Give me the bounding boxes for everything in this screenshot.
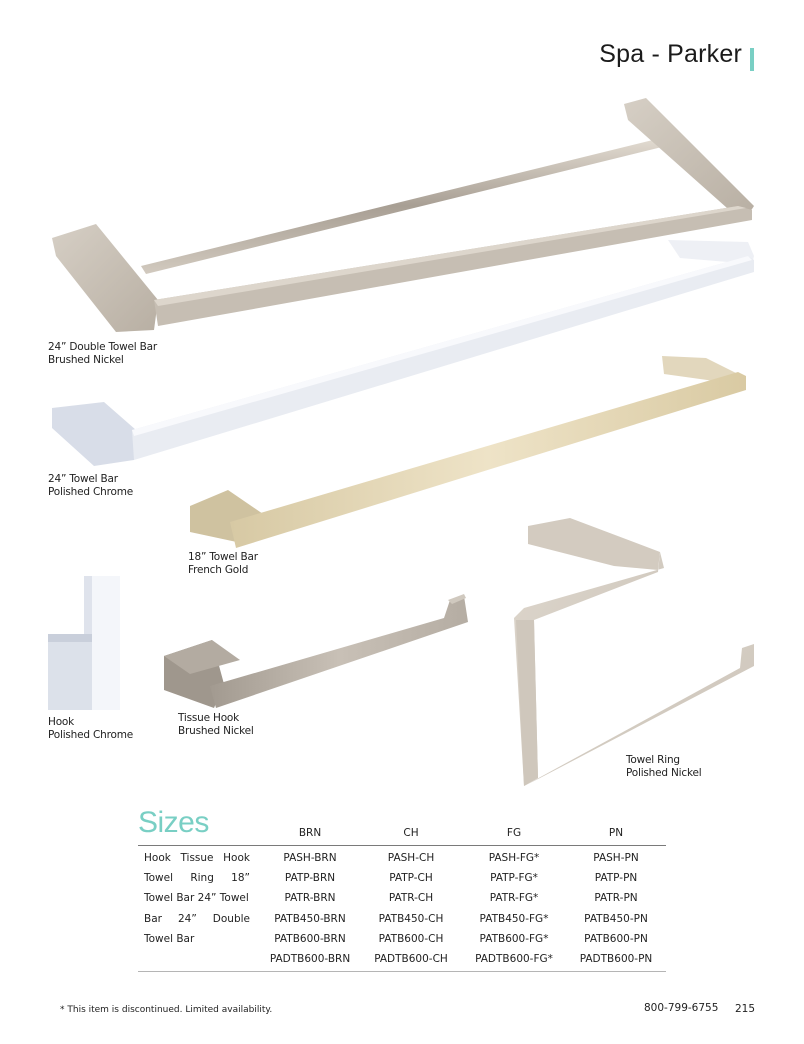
table-cell: PATB450-PN xyxy=(584,912,648,925)
table-top-rule xyxy=(138,845,666,846)
table-cell: PATB450-CH xyxy=(378,912,444,925)
sizes-description: Hook Tissue Hook Towel Ring 18” Towel Bar 24… xyxy=(144,848,250,949)
desc-word: Double xyxy=(212,912,250,925)
double-towel-bar-image xyxy=(52,98,754,332)
towel-ring-image xyxy=(514,518,754,786)
column-header-pn: PN xyxy=(608,827,624,839)
towel-bar-18-image xyxy=(190,356,746,548)
product-name: Towel Ring xyxy=(626,754,680,766)
product-name: 18” Towel Bar xyxy=(188,551,258,563)
desc-word: Towel Bar 24” Towel xyxy=(144,892,249,905)
discontinued-footnote: * This item is discontinued. Limited ava… xyxy=(60,1005,273,1015)
table-cell: PATP-FG* xyxy=(490,872,538,885)
table-cell: PADTB600-FG* xyxy=(475,952,553,965)
product-name: 24” Double Towel Bar xyxy=(48,341,157,353)
product-finish: Brushed Nickel xyxy=(178,725,254,737)
table-cell: PATR-FG* xyxy=(489,892,539,905)
table-cell: PADTB600-BRN xyxy=(269,952,351,965)
table-cell: PATP-CH xyxy=(389,872,433,885)
table-cell: PATB600-PN xyxy=(584,932,648,945)
product-caption: Hook Polished Chrome xyxy=(48,716,133,742)
table-cell: PATP-BRN xyxy=(284,872,336,885)
desc-word: Tissue xyxy=(180,852,214,864)
product-caption: Tissue Hook Brushed Nickel xyxy=(178,712,254,738)
column-pn: PASH-PN PATP-PN PATR-PN PATB450-PN PATB6… xyxy=(580,848,689,969)
table-bottom-rule xyxy=(138,971,666,972)
phone-number: 800-799-6755 xyxy=(644,1002,719,1014)
table-cell: PADTB600-PN xyxy=(579,952,653,965)
product-name: Hook xyxy=(48,716,75,728)
product-caption: Towel Ring Polished Nickel xyxy=(626,754,702,780)
column-brn: PASH-BRN PATP-BRN PATR-BRN PATB450-BRN P… xyxy=(270,848,390,969)
desc-word: 24” xyxy=(177,912,197,925)
table-cell: PATR-CH xyxy=(388,892,434,905)
desc-word: Towel xyxy=(144,872,174,885)
product-name: Tissue Hook xyxy=(178,712,240,724)
product-finish: Polished Chrome xyxy=(48,729,133,741)
column-header-fg: FG xyxy=(506,827,522,839)
title-accent-bar xyxy=(750,48,754,71)
table-cell: PADTB600-CH xyxy=(374,952,448,965)
desc-word: Bar xyxy=(144,912,162,925)
table-cell: PASH-FG* xyxy=(488,852,540,864)
desc-word: Ring xyxy=(190,872,214,885)
product-finish: Brushed Nickel xyxy=(48,354,124,366)
table-cell: PASH-CH xyxy=(387,852,435,864)
desc-word: Towel Bar xyxy=(144,932,195,945)
towel-bar-24-image xyxy=(52,240,754,466)
table-cell: PATB600-FG* xyxy=(479,932,549,945)
table-cell: PATP-PN xyxy=(594,872,638,885)
column-fg: PASH-FG* PATP-FG* PATR-FG* PATB450-FG* P… xyxy=(475,848,592,969)
column-ch: PASH-CH PATP-CH PATR-CH PATB450-CH PATB6… xyxy=(374,848,485,969)
table-cell: PATB450-FG* xyxy=(479,912,549,925)
desc-word: Hook xyxy=(144,852,171,864)
table-cell: PATB600-CH xyxy=(378,932,444,945)
page-number: 215 xyxy=(735,1003,756,1015)
column-header-brn: BRN xyxy=(298,827,322,839)
column-header-ch: CH xyxy=(403,827,419,839)
product-caption: 24” Towel Bar Polished Chrome xyxy=(48,473,133,499)
hook-image xyxy=(48,576,120,710)
product-finish: Polished Chrome xyxy=(48,486,133,498)
table-cell: PATB600-BRN xyxy=(274,932,346,945)
sizes-heading: Sizes xyxy=(138,806,209,839)
product-caption: 24” Double Towel Bar Brushed Nickel xyxy=(48,341,157,367)
tissue-hook-image xyxy=(164,594,468,708)
table-cell: PASH-BRN xyxy=(283,852,337,864)
product-name: 24” Towel Bar xyxy=(48,473,118,485)
product-finish: Polished Nickel xyxy=(626,767,702,779)
product-finish: French Gold xyxy=(188,564,249,576)
table-cell: PASH-PN xyxy=(593,852,639,864)
desc-word: 18” xyxy=(231,872,250,885)
table-cell: PATB450-BRN xyxy=(274,912,346,925)
product-caption: 18” Towel Bar French Gold xyxy=(188,551,258,577)
desc-word: Hook xyxy=(223,852,250,864)
table-cell: PATR-PN xyxy=(594,892,638,905)
table-cell: PATR-BRN xyxy=(284,892,336,905)
page-title: Spa - Parker xyxy=(599,40,742,68)
